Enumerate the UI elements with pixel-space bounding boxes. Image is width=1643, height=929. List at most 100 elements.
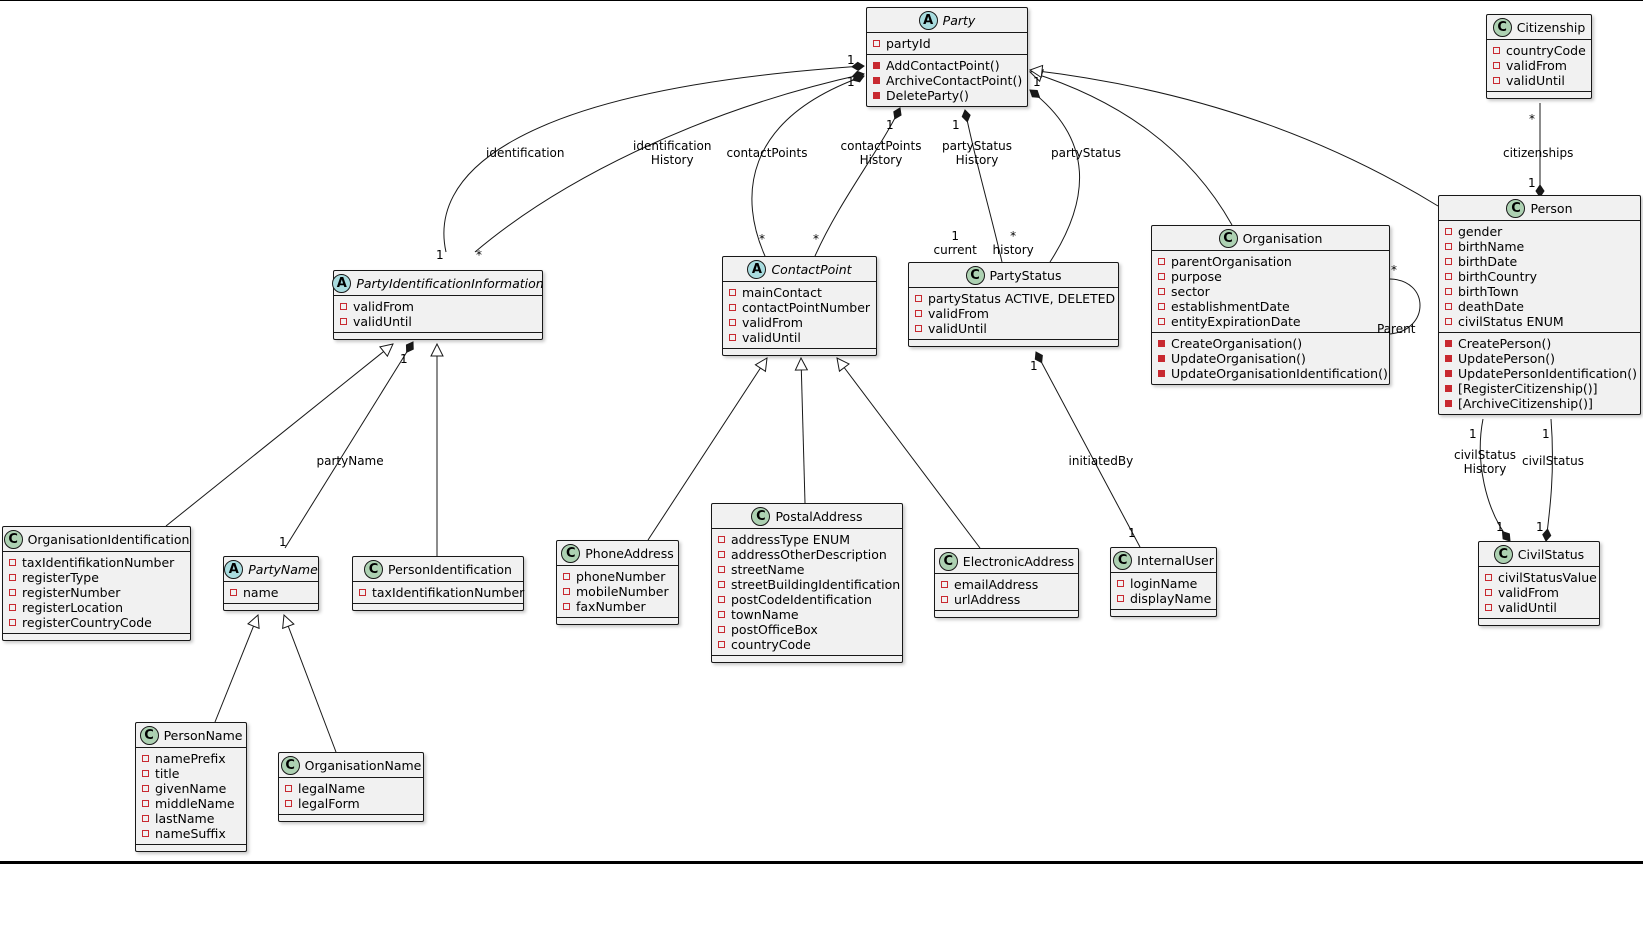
attribute: postOfficeBox <box>718 622 896 637</box>
attribute: streetName <box>718 562 896 577</box>
private-field-icon <box>9 574 16 581</box>
operation-text: UpdateOrganisation() <box>1171 351 1306 366</box>
operation-list <box>279 814 423 821</box>
attribute: taxIdentifikationNumber <box>9 555 184 570</box>
multiplicity: 1 <box>847 75 855 89</box>
attribute: validUntil <box>1485 600 1593 615</box>
operation: [RegisterCitizenship()] <box>1445 381 1634 396</box>
edge-identification-history <box>474 70 865 253</box>
attribute-list: name <box>224 581 318 603</box>
attribute-text: civilStatusValue <box>1498 570 1597 585</box>
multiplicity-history: *history <box>993 229 1034 257</box>
edge-civil-status-history <box>1479 418 1511 542</box>
attribute: sector <box>1158 284 1383 299</box>
attribute: legalName <box>285 781 417 796</box>
multiplicity: * <box>476 248 482 262</box>
attribute-text: addressType ENUM <box>731 532 850 547</box>
private-field-icon <box>729 334 736 341</box>
operation-list <box>557 617 678 624</box>
class-stereotype-icon: C <box>280 756 300 775</box>
private-field-icon <box>1485 574 1492 581</box>
multiplicity: 1 <box>1536 520 1544 534</box>
class-stereotype-icon: C <box>938 552 958 571</box>
private-field-icon <box>941 581 948 588</box>
attribute: loginName <box>1117 576 1210 591</box>
operation-text: ArchiveContactPoint() <box>886 73 1023 88</box>
attribute: deathDate <box>1445 299 1634 314</box>
private-field-icon <box>142 815 149 822</box>
attribute: validFrom <box>1485 585 1593 600</box>
operation-list: AddContactPoint()ArchiveContactPoint()De… <box>867 54 1027 106</box>
private-field-icon <box>729 304 736 311</box>
class-name: OrganisationIdentification <box>27 532 190 547</box>
attribute: civilStatus ENUM <box>1445 314 1634 329</box>
attribute-text: givenName <box>155 781 227 796</box>
private-field-icon <box>563 588 570 595</box>
operation-list: CreatePerson()UpdatePerson()UpdatePerson… <box>1439 332 1640 414</box>
private-field-icon <box>9 604 16 611</box>
attribute-text: validFrom <box>353 299 414 314</box>
attribute-text: validUntil <box>928 321 987 336</box>
operation-text: UpdatePerson() <box>1458 351 1556 366</box>
class-stereotype-icon: C <box>1493 545 1513 564</box>
attribute: mobileNumber <box>563 584 672 599</box>
class-name: PartyIdentificationInformation <box>356 276 544 291</box>
private-field-icon <box>1117 580 1124 587</box>
label-line: History <box>859 153 903 167</box>
attribute: validFrom <box>729 315 870 330</box>
attribute-text: sector <box>1171 284 1210 299</box>
operation-list <box>723 348 876 355</box>
class-name: PersonIdentification <box>388 562 512 577</box>
private-field-icon <box>1445 243 1452 250</box>
class-name: Party <box>942 13 976 28</box>
private-field-icon <box>1445 303 1452 310</box>
operation-list <box>712 655 902 662</box>
attribute-text: gender <box>1458 224 1503 239</box>
label-line: civilStatus <box>1454 448 1516 462</box>
multiplicity: * <box>813 232 819 246</box>
private-field-icon <box>340 303 347 310</box>
attribute: name <box>230 585 312 600</box>
attribute: registerCountryCode <box>9 615 184 630</box>
private-field-icon <box>1493 47 1500 54</box>
edge-organisation-gen <box>1030 72 1233 226</box>
attribute: registerNumber <box>9 585 184 600</box>
attribute-text: birthTown <box>1458 284 1519 299</box>
attribute: namePrefix <box>142 751 240 766</box>
operation: ArchiveContactPoint() <box>873 73 1023 88</box>
class-name: ContactPoint <box>771 262 852 277</box>
edge-electronic-address-gen <box>837 358 981 549</box>
private-field-icon <box>9 619 16 626</box>
operation-text: CreateOrganisation() <box>1171 336 1303 351</box>
class-name: CivilStatus <box>1517 547 1585 562</box>
attribute-text: taxIdentifikationNumber <box>22 555 175 570</box>
attribute-text: mainContact <box>742 285 822 300</box>
operation-text: UpdatePersonIdentification() <box>1458 366 1637 381</box>
attribute: purpose <box>1158 269 1383 284</box>
attribute: middleName <box>142 796 240 811</box>
private-field-icon <box>1158 288 1165 295</box>
private-field-icon <box>915 295 922 302</box>
abstract-stereotype-icon: A <box>747 260 767 279</box>
label-line: current <box>933 243 977 257</box>
